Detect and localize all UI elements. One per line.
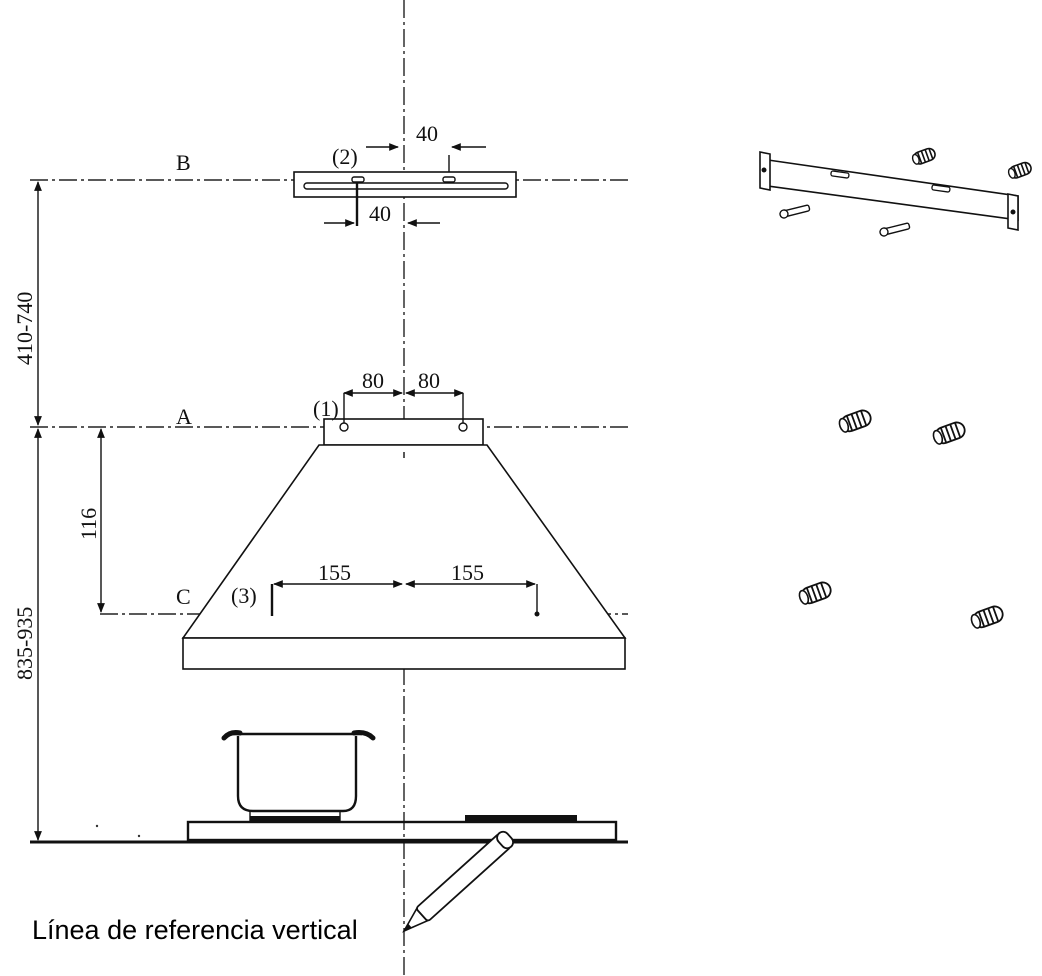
cooktop bbox=[186, 815, 618, 842]
wall-bracket bbox=[293, 171, 517, 198]
dim-right-155: 155 bbox=[451, 560, 484, 585]
pencil-icon bbox=[402, 830, 514, 933]
caption-vertical-reference: Línea de referencia vertical bbox=[32, 915, 358, 945]
wall-plug-icon bbox=[970, 605, 1004, 629]
wall-plug-icon bbox=[798, 581, 832, 605]
label-point-2: (2) bbox=[332, 144, 358, 169]
hood-top-box bbox=[323, 418, 484, 446]
dim-left-155: 155 bbox=[318, 560, 351, 585]
cooking-pot bbox=[221, 730, 376, 822]
dim-left-80: 80 bbox=[362, 368, 384, 393]
wall-plug-icon bbox=[838, 409, 872, 433]
dim-bracket-bottom-40: 40 bbox=[369, 201, 391, 226]
screw-icon bbox=[879, 222, 911, 237]
screw-icon bbox=[779, 204, 811, 219]
dim-right-80: 80 bbox=[418, 368, 440, 393]
wall-plug-icon bbox=[1007, 161, 1032, 179]
bracket-parts-illustration bbox=[759, 151, 1019, 231]
label-a: A bbox=[176, 404, 192, 429]
wall-plug-icon bbox=[911, 147, 936, 165]
label-b: B bbox=[176, 150, 191, 175]
dim-a-to-c-116: 116 bbox=[76, 508, 101, 540]
label-point-3: (3) bbox=[231, 583, 257, 608]
label-point-1: (1) bbox=[313, 396, 339, 421]
dim-bracket-top-40: 40 bbox=[416, 121, 438, 146]
dim-range-b-to-a: 410-740 bbox=[12, 292, 37, 365]
dim-range-a-to-floor: 835-935 bbox=[12, 607, 37, 680]
hood-body bbox=[181, 444, 627, 670]
wall-plug-icon bbox=[932, 421, 966, 445]
label-c: C bbox=[176, 584, 191, 609]
